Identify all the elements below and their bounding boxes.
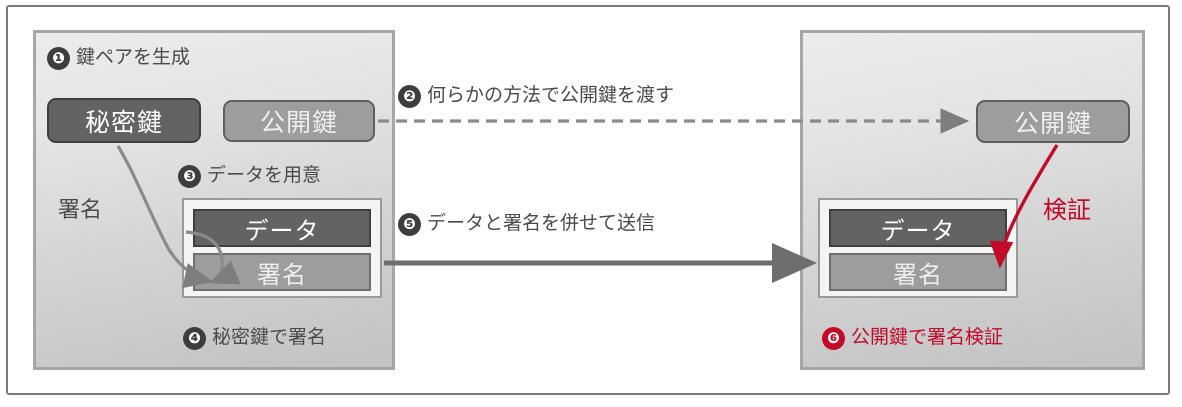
step-number-6: ❻: [822, 326, 845, 350]
step-label-1: ❶ 鍵ペアを生成: [47, 46, 190, 70]
sign-arrow-label: 署名: [58, 197, 103, 222]
verifier-data-cell[interactable]: データ: [829, 209, 1007, 247]
step-number-5: ❺: [398, 212, 421, 236]
step-number-3: ❸: [178, 164, 201, 188]
step-number-2: ❷: [398, 84, 421, 108]
step-label-3: ❸ データを用意: [178, 164, 321, 188]
public-key-label-left: 公開鍵: [259, 109, 338, 137]
private-key-label: 秘密鍵: [84, 108, 163, 137]
step-label-4: ❹ 秘密鍵で署名: [183, 326, 326, 350]
signer-signature-cell[interactable]: 署名: [193, 253, 371, 291]
step-text-3: データを用意: [207, 165, 322, 186]
public-key-box-right[interactable]: 公開鍵: [976, 100, 1130, 143]
step-label-6: ❻ 公開鍵で署名検証: [822, 326, 1003, 350]
verify-arrow-label: 検証: [1043, 197, 1091, 224]
step-text-1: 鍵ペアを生成: [76, 47, 191, 68]
step-text-4: 秘密鍵で署名: [212, 327, 327, 348]
public-key-label-right: 公開鍵: [1013, 109, 1092, 138]
signer-document: データ 署名: [182, 198, 382, 298]
step-text-6: 公開鍵で署名検証: [851, 327, 1004, 348]
step-number-1: ❶: [47, 46, 70, 70]
verifier-signature-cell[interactable]: 署名: [829, 253, 1007, 291]
verifier-document: データ 署名: [818, 198, 1018, 298]
private-key-box[interactable]: 秘密鍵: [47, 98, 201, 143]
step-label-5: ❺ データと署名を併せて送信: [398, 212, 655, 236]
step-label-2: ❷ 何らかの方法で公開鍵を渡す: [398, 84, 674, 108]
public-key-box-left[interactable]: 公開鍵: [223, 100, 375, 142]
step-text-5: データと署名を併せて送信: [427, 213, 656, 234]
signer-data-cell[interactable]: データ: [193, 209, 371, 247]
step-text-2: 何らかの方法で公開鍵を渡す: [427, 85, 675, 106]
step-number-4: ❹: [183, 326, 206, 350]
